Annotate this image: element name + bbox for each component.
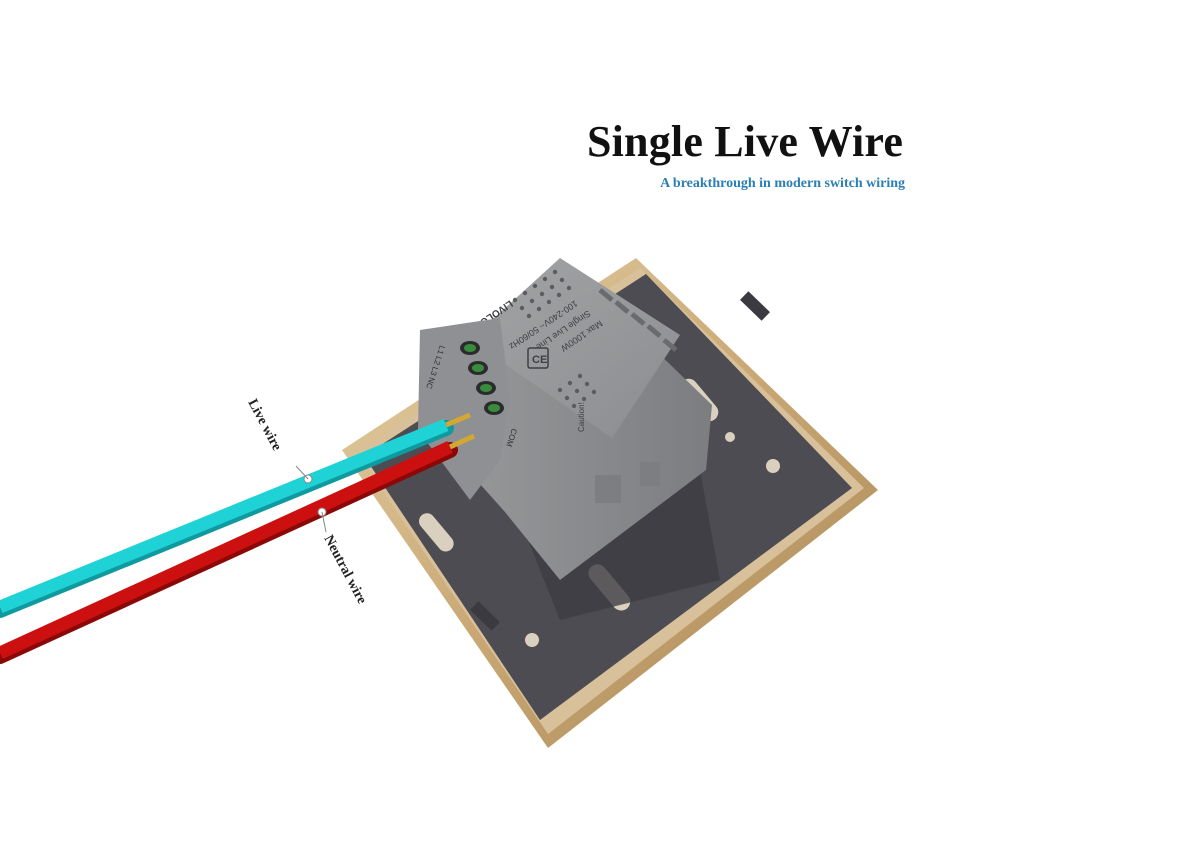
terminal-screws <box>460 341 504 415</box>
plate-clip <box>470 601 500 631</box>
terminal-screw-head <box>464 344 476 352</box>
neutral-wire-marker <box>317 507 327 517</box>
ce-mark: CE <box>532 354 547 366</box>
screw-hole <box>725 432 735 442</box>
plate-clip <box>740 291 770 321</box>
mounting-slot <box>419 513 454 552</box>
terminal-screw-head <box>488 404 500 412</box>
neutral-wire <box>0 441 453 659</box>
terminal-screw-head <box>472 364 484 372</box>
neutral-wire-core <box>448 433 476 450</box>
module-top <box>470 258 680 438</box>
live-wire-label: Live wire <box>244 397 284 454</box>
vent-holes <box>512 269 597 409</box>
neutral-wire-leader <box>321 511 327 533</box>
module-ribs <box>598 288 678 352</box>
module-warning: Caution! <box>577 402 586 432</box>
wire-callouts <box>295 465 327 533</box>
wires <box>0 412 476 664</box>
screw-hole <box>525 633 539 647</box>
live-wire-leader <box>295 465 309 480</box>
terminal-screw-head <box>480 384 492 392</box>
neutral-wire-label: Neutral wire <box>320 533 369 607</box>
module-foot <box>640 462 660 486</box>
live-wire-core <box>445 412 471 428</box>
switch-module: 100-240V~ 50/60Hz Single Live Line Max 1… <box>418 258 712 580</box>
page-subtitle: A breakthrough in modern switch wiring <box>660 176 905 191</box>
screw-hole <box>766 459 780 473</box>
ce-mark-box <box>527 347 549 369</box>
live-wire <box>0 418 449 614</box>
page-title: Single Live Wire <box>586 117 904 166</box>
module-foot <box>595 475 621 503</box>
